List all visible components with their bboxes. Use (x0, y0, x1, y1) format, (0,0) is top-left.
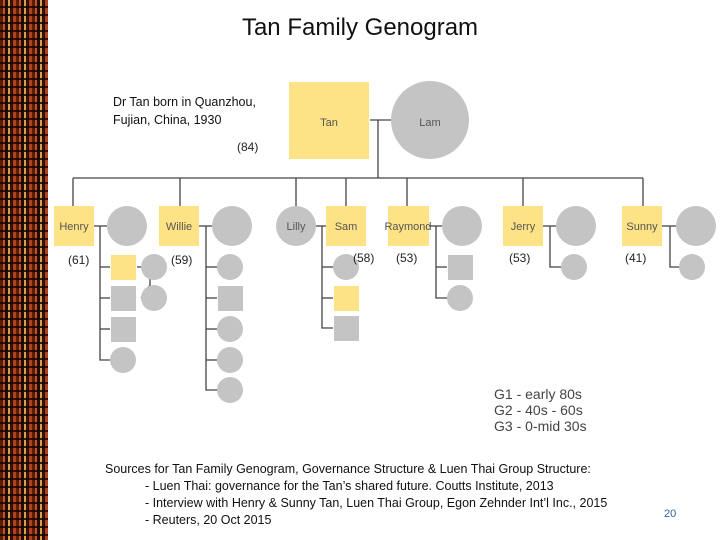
founder-note: Dr Tan born in Quanzhou, Fujian, China, … (113, 93, 256, 129)
decorative-border (0, 0, 48, 540)
raymond-child-2-circle (447, 285, 473, 311)
branch-jerry (549, 226, 561, 268)
henry-child-spouse-1-circle (141, 254, 167, 280)
branch-sam (321, 226, 333, 329)
sunny-square (622, 206, 662, 246)
legend-g2: G2 - 40s - 60s (494, 402, 583, 418)
raymond-child-1-square (448, 255, 473, 280)
jerry-label: Jerry (511, 221, 536, 233)
sunny-label: Sunny (626, 221, 658, 233)
sam-child-3-square (334, 316, 359, 341)
henry-square (54, 206, 94, 246)
page-number: 20 (664, 508, 677, 520)
page-title: Tan Family Genogram (241, 14, 479, 41)
raymond-age: (53) (396, 251, 418, 265)
tan-label: Tan (320, 117, 338, 129)
sunny-age: (41) (625, 251, 647, 265)
legend-g3: G3 - 0-mid 30s (494, 418, 587, 434)
henry-child-3-square (111, 317, 136, 342)
source-item-3: - Reuters, 20 Oct 2015 (145, 513, 272, 527)
henry-child-spouse-2-circle (141, 285, 167, 311)
henry-child-1-square (111, 255, 136, 280)
note-line-2: Fujian, China, 1930 (113, 113, 222, 127)
branch-henry (99, 226, 110, 361)
willie-age: (59) (171, 253, 193, 267)
willie-child-3-circle (217, 316, 243, 342)
raymond-square (388, 206, 429, 246)
legend-g1: G1 - early 80s (494, 386, 582, 402)
henry-child-4-circle (110, 347, 136, 373)
lilly-label: Lilly (287, 221, 306, 233)
branch-sunny (669, 226, 680, 268)
jerry-child-circle (561, 254, 587, 280)
lam-circle (391, 81, 469, 159)
henry-age: (61) (68, 253, 90, 267)
branch-willie (205, 226, 217, 391)
sam-age: (58) (353, 251, 375, 265)
sam-square (326, 206, 366, 246)
henry-label: Henry (59, 221, 89, 233)
source-item-1: - Luen Thai: governance for the Tan’s sh… (145, 479, 554, 493)
sam-label: Sam (335, 221, 358, 233)
willie-child-2-square (218, 286, 243, 311)
tan-age: (84) (237, 140, 259, 154)
lam-label: Lam (419, 117, 440, 129)
sunny-spouse-circle (676, 206, 716, 246)
raymond-label: Raymond (384, 221, 431, 233)
jerry-square (503, 206, 543, 246)
sources-block: Sources for Tan Family Genogram, Governa… (105, 461, 607, 529)
branch-raymond (435, 226, 447, 299)
sam-child-2-square (334, 286, 359, 311)
henry-spouse-circle (107, 206, 147, 246)
willie-square (159, 206, 199, 246)
tan-square (289, 82, 369, 159)
willie-child-1-circle (217, 254, 243, 280)
willie-label: Willie (166, 221, 192, 233)
note-line-1: Dr Tan born in Quanzhou, (113, 95, 256, 109)
willie-child-4-circle (217, 347, 243, 373)
willie-spouse-circle (212, 206, 252, 246)
raymond-spouse-circle (442, 206, 482, 246)
henry-child-2-square (111, 286, 136, 311)
generation-legend: G1 - early 80s G2 - 40s - 60s G3 - 0-mid… (494, 386, 587, 434)
source-item-2: - Interview with Henry & Sunny Tan, Luen… (145, 496, 608, 510)
sunny-child-circle (679, 254, 705, 280)
jerry-age: (53) (509, 251, 531, 265)
sam-child-1-circle (333, 254, 359, 280)
connector-lines (72, 119, 680, 391)
jerry-spouse-circle (556, 206, 596, 246)
lilly-circle (276, 206, 316, 246)
sources-heading: Sources for Tan Family Genogram, Governa… (105, 462, 591, 476)
willie-child-5-circle (217, 377, 243, 403)
